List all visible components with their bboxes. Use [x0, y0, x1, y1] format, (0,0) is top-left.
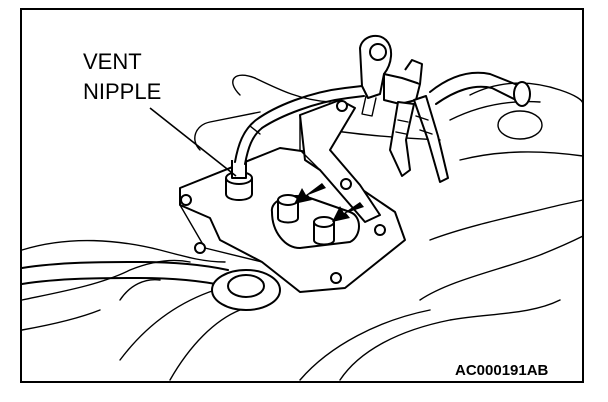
- callout-label-line1: VENT: [83, 49, 142, 74]
- direction-arrow-right: [332, 202, 364, 222]
- boss-right: [313, 216, 335, 246]
- vacuum-pump-tool: [359, 34, 449, 183]
- figure-code: AC000191AB: [455, 362, 549, 379]
- callout-label-line2: NIPPLE: [83, 79, 161, 104]
- hose-left: [21, 261, 229, 287]
- direction-arrow-left: [294, 183, 326, 204]
- bracket-bolts: [180, 100, 386, 284]
- vacuum-hose: [234, 85, 365, 165]
- engine-background: [21, 74, 584, 381]
- vent-nipple: [225, 160, 253, 201]
- figure-code-backing: [452, 360, 580, 380]
- lower-fitting: [211, 269, 281, 311]
- boss-left: [277, 194, 299, 224]
- upper-pipe: [429, 71, 531, 107]
- callout-leader-line: [149, 107, 237, 177]
